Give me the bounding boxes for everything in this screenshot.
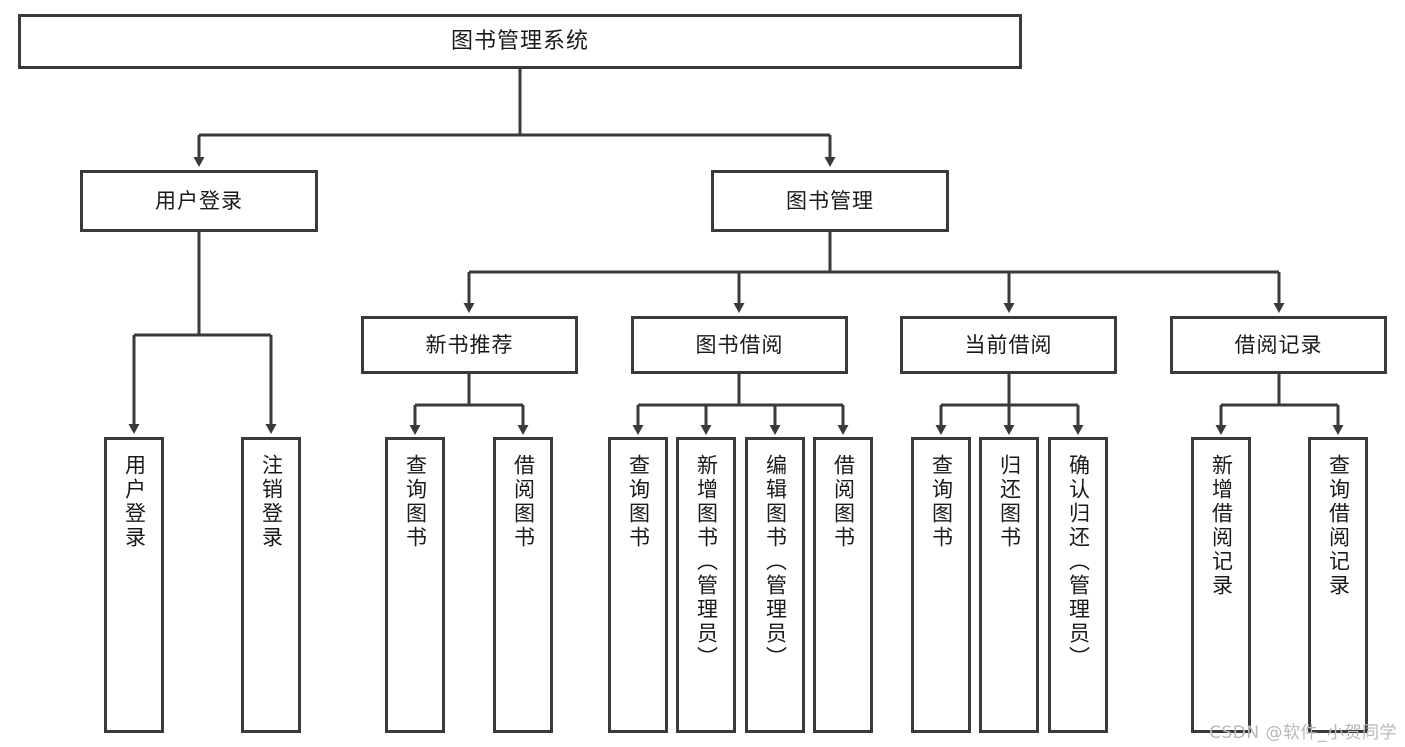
leaf-current-return-book-label: 归还图书 [997, 454, 1022, 550]
leaf-borrow-edit-book[interactable]: 编辑图书（管理员） [745, 437, 805, 733]
leaf-recommend-query-book[interactable]: 查询图书 [385, 437, 445, 733]
leaf-recommend-query-book-label: 查询图书 [403, 454, 428, 550]
leaf-borrow-query-book[interactable]: 查询图书 [608, 437, 668, 733]
node-book-borrow-label: 图书借阅 [695, 332, 784, 357]
leaf-logout-label: 注销登录 [259, 454, 284, 550]
node-current-borrow[interactable]: 当前借阅 [900, 316, 1117, 374]
node-book-management[interactable]: 图书管理 [711, 170, 949, 232]
node-user-login[interactable]: 用户登录 [80, 170, 318, 232]
leaf-current-confirm-return[interactable]: 确认归还（管理员） [1048, 437, 1108, 733]
node-new-book-recommend[interactable]: 新书推荐 [361, 316, 578, 374]
node-root[interactable]: 图书管理系统 [18, 14, 1022, 69]
leaf-user-login-label: 用户登录 [122, 454, 147, 550]
leaf-borrow-add-book[interactable]: 新增图书（管理员） [676, 437, 736, 733]
leaf-current-query-book[interactable]: 查询图书 [911, 437, 971, 733]
leaf-borrow-add-book-label: 新增图书（管理员） [694, 454, 719, 670]
leaf-current-query-book-label: 查询图书 [929, 454, 954, 550]
leaf-borrow-borrow-book-label: 借阅图书 [831, 454, 856, 550]
node-borrow-record[interactable]: 借阅记录 [1170, 316, 1387, 374]
leaf-user-login[interactable]: 用户登录 [104, 437, 164, 733]
node-book-borrow[interactable]: 图书借阅 [631, 316, 848, 374]
watermark: CSDN @软件_小贺同学 [1209, 723, 1397, 743]
leaf-current-confirm-return-label: 确认归还（管理员） [1066, 454, 1091, 670]
leaf-recommend-borrow-book[interactable]: 借阅图书 [493, 437, 553, 733]
leaf-record-query-label: 查询借阅记录 [1326, 454, 1351, 598]
node-borrow-record-label: 借阅记录 [1234, 332, 1323, 357]
leaf-recommend-borrow-book-label: 借阅图书 [511, 454, 536, 550]
leaf-current-return-book[interactable]: 归还图书 [979, 437, 1039, 733]
node-new-book-recommend-label: 新书推荐 [425, 332, 514, 357]
leaf-logout[interactable]: 注销登录 [241, 437, 301, 733]
leaf-record-add[interactable]: 新增借阅记录 [1191, 437, 1251, 733]
leaf-borrow-borrow-book[interactable]: 借阅图书 [813, 437, 873, 733]
leaf-borrow-query-book-label: 查询图书 [626, 454, 651, 550]
node-root-label: 图书管理系统 [450, 28, 589, 54]
leaf-borrow-edit-book-label: 编辑图书（管理员） [763, 454, 788, 670]
node-book-management-label: 图书管理 [786, 188, 874, 213]
leaf-record-add-label: 新增借阅记录 [1209, 454, 1234, 598]
node-current-borrow-label: 当前借阅 [964, 332, 1053, 357]
leaf-record-query[interactable]: 查询借阅记录 [1308, 437, 1368, 733]
node-user-login-label: 用户登录 [155, 188, 243, 213]
